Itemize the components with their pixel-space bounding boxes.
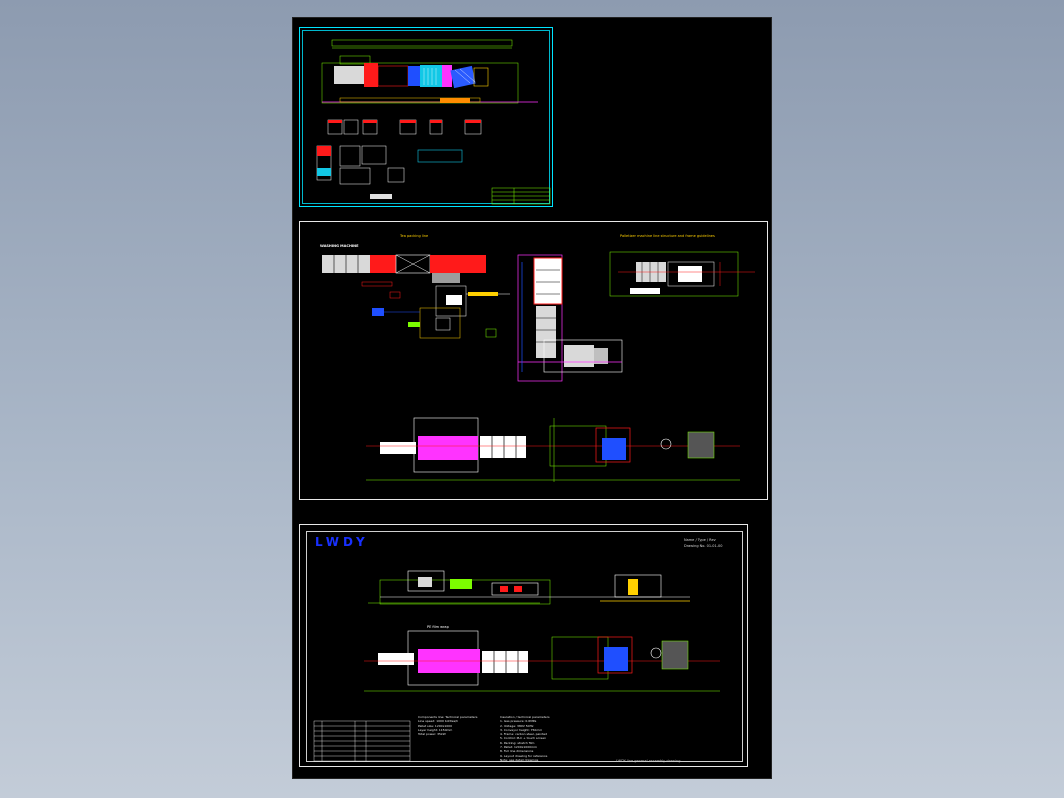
line-layout-sheet[interactable]: Tea packing line Palletizer machine line… [299, 221, 768, 500]
washing-machine-label: WASHING MACHINE [320, 244, 359, 248]
general-assembly-sheet[interactable]: Name / Type / Rev Drawing No. 01-01-00 P… [299, 524, 748, 767]
inner-border [302, 30, 550, 204]
middle-title-left: Tea packing line [400, 234, 429, 238]
notes-right: Insulation / technical parameters 1. Gas… [500, 715, 550, 762]
parts-table [313, 720, 411, 762]
line-layout-drawing [322, 251, 755, 482]
assembly-drawing [313, 570, 720, 762]
cad-drawing-canvas[interactable]: Tea packing line Palletizer machine line… [292, 17, 772, 779]
middle-title-right: Palletizer machine line structure and fr… [620, 234, 715, 238]
equipment-layout-sheet[interactable] [299, 27, 553, 207]
header-right-1: Name / Type / Rev [684, 538, 716, 542]
brand-logo: LWDY [315, 535, 369, 549]
notes-left: Components line: Technical parameters Li… [418, 715, 478, 737]
inner-border [306, 531, 743, 762]
header-right-2: Drawing No. 01-01-00 [684, 544, 723, 548]
footer-text: LWDY line general assembly drawing [616, 759, 681, 763]
title-block [491, 187, 551, 205]
equipment-layout-drawing [316, 39, 551, 205]
pe-film-label: PE film wrap [427, 625, 449, 629]
